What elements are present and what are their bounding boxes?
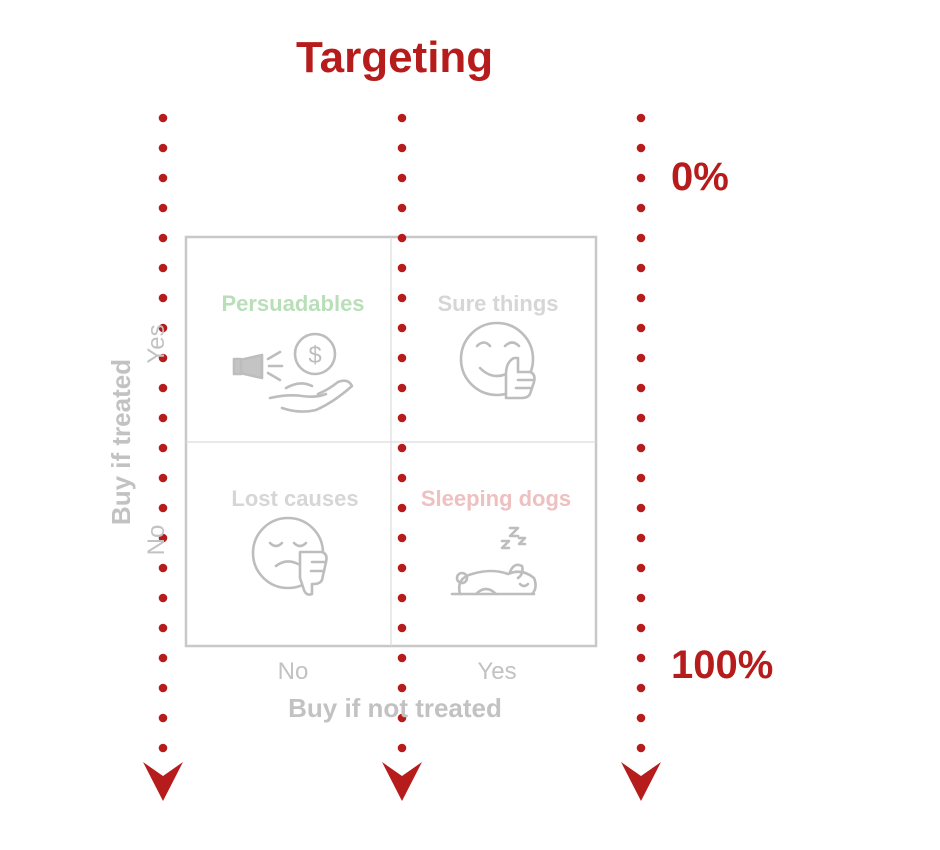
- arrow-dot: [158, 113, 168, 123]
- arrow-dot: [158, 623, 168, 633]
- quadrant-lost-causes-label: Lost causes: [231, 486, 359, 511]
- quadrant-persuadables-label: Persuadables: [221, 291, 365, 316]
- arrow-dot: [397, 593, 407, 603]
- arrow-dot: [636, 713, 646, 723]
- arrow-dot: [397, 503, 407, 513]
- diagram-title: Targeting: [296, 33, 494, 82]
- arrow-dot: [158, 503, 168, 513]
- scale-end-label: 100%: [671, 643, 774, 687]
- arrow-dot: [636, 743, 646, 753]
- x-tick-no: No: [277, 658, 309, 685]
- dotted-arrow-2: [382, 113, 422, 801]
- arrow-dot: [636, 593, 646, 603]
- arrow-dot: [397, 743, 407, 753]
- arrow-dot: [158, 713, 168, 723]
- arrow-dot: [636, 653, 646, 663]
- arrow-dot: [158, 593, 168, 603]
- arrow-dot: [636, 263, 646, 273]
- arrow-dot: [636, 203, 646, 213]
- arrow-dot: [397, 113, 407, 123]
- arrow-dot: [636, 413, 646, 423]
- dotted-arrow-1: [143, 113, 183, 801]
- arrow-dot: [636, 443, 646, 453]
- arrow-dot: [397, 623, 407, 633]
- arrow-dot: [158, 413, 168, 423]
- y-tick-no: No: [143, 524, 170, 556]
- arrow-dot: [397, 713, 407, 723]
- scale-start-label: 0%: [671, 155, 729, 199]
- megaphone-coin-hand-icon: $: [232, 332, 354, 413]
- arrow-dot: [158, 353, 168, 363]
- arrow-dot: [636, 113, 646, 123]
- arrow-dot: [636, 503, 646, 513]
- arrow-dot: [158, 443, 168, 453]
- arrow-dot: [158, 653, 168, 663]
- arrow-dot: [397, 353, 407, 363]
- arrow-dot: [397, 383, 407, 393]
- arrow-dot: [158, 293, 168, 303]
- arrow-dot: [397, 653, 407, 663]
- arrow-dot: [636, 233, 646, 243]
- smiley-thumbs-up-icon: [459, 321, 536, 400]
- arrow-dot: [636, 143, 646, 153]
- sleeping-dog-icon: [450, 526, 537, 596]
- arrow-dot: [397, 143, 407, 153]
- sad-thumbs-down-icon: [251, 516, 328, 596]
- arrow-dot: [397, 473, 407, 483]
- dotted-arrow-3: [621, 113, 661, 801]
- arrow-dot: [158, 563, 168, 573]
- arrow-dot: [397, 203, 407, 213]
- arrow-dot: [397, 443, 407, 453]
- arrow-dot: [158, 263, 168, 273]
- y-axis-label: Buy if treated: [106, 358, 136, 526]
- arrow-dot: [158, 233, 168, 243]
- arrow-dot: [636, 353, 646, 363]
- arrow-dot: [397, 563, 407, 573]
- arrow-dot: [636, 683, 646, 693]
- x-tick-yes: Yes: [477, 658, 517, 685]
- arrow-dot: [158, 143, 168, 153]
- arrow-dot: [636, 293, 646, 303]
- arrow-dot: [158, 383, 168, 393]
- x-axis-label: Buy if not treated: [288, 693, 502, 723]
- arrow-dot: [636, 533, 646, 543]
- arrow-dot: [158, 203, 168, 213]
- svg-text:$: $: [308, 342, 321, 369]
- arrow-dot: [397, 683, 407, 693]
- arrow-dot: [636, 473, 646, 483]
- arrow-dot: [636, 563, 646, 573]
- arrow-dot: [397, 263, 407, 273]
- arrow-dot: [397, 233, 407, 243]
- arrow-dot: [636, 623, 646, 633]
- quadrant-sleeping-dogs-label: Sleeping dogs: [420, 486, 572, 511]
- arrow-head: [143, 762, 183, 801]
- arrow-dot: [636, 383, 646, 393]
- arrow-dot: [636, 323, 646, 333]
- arrow-dot: [636, 173, 646, 183]
- targeting-arrows: [143, 113, 661, 801]
- arrow-dot: [397, 323, 407, 333]
- arrow-dot: [397, 413, 407, 423]
- arrow-dot: [158, 173, 168, 183]
- arrow-dot: [397, 533, 407, 543]
- arrow-dot: [397, 173, 407, 183]
- arrow-dot: [158, 683, 168, 693]
- arrow-dot: [397, 293, 407, 303]
- arrow-head: [382, 762, 422, 801]
- arrow-dot: [158, 323, 168, 333]
- quadrant-sure-things-label: Sure things: [437, 291, 559, 316]
- arrow-dot: [158, 743, 168, 753]
- y-tick-yes: Yes: [143, 324, 170, 364]
- arrow-head: [621, 762, 661, 801]
- arrow-dot: [158, 533, 168, 543]
- arrow-dot: [158, 473, 168, 483]
